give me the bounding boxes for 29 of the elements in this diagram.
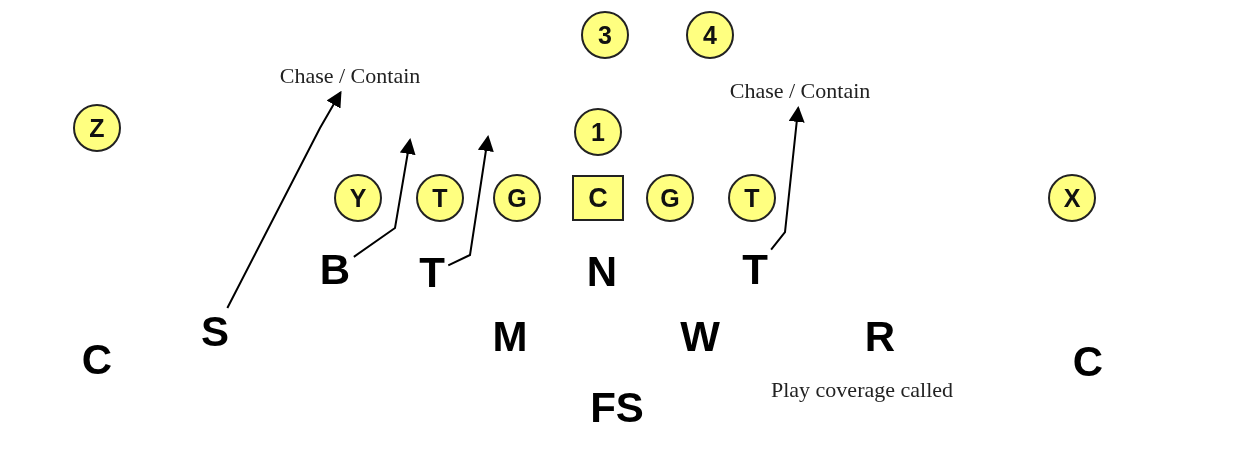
player-circle: X (1048, 174, 1096, 222)
defender-letter: M (492, 316, 528, 358)
defender-letter: T (742, 249, 768, 291)
arrow (226, 90, 342, 309)
defender-letter: S (201, 311, 229, 353)
arrow (352, 138, 416, 258)
defender-letter: C (81, 339, 113, 381)
player-circle: G (646, 174, 694, 222)
defender-letter: FS (590, 387, 644, 429)
arrow (770, 105, 805, 251)
defender-letter: T (419, 252, 445, 294)
defender-letter: B (319, 249, 351, 291)
player-circle: 4 (686, 11, 734, 59)
player-circle: Z (73, 104, 121, 152)
defender-letter: C (1072, 341, 1104, 383)
player-circle: T (416, 174, 464, 222)
player-circle: 3 (581, 11, 629, 59)
defender-letter: W (680, 316, 720, 358)
player-circle: Y (334, 174, 382, 222)
center-square: C (572, 175, 624, 221)
defender-letter: N (586, 251, 618, 293)
annotation-text: Chase / Contain (279, 63, 421, 89)
annotation-text: Chase / Contain (729, 78, 871, 104)
player-circle: 1 (574, 108, 622, 156)
defender-letter: R (864, 316, 896, 358)
player-circle: T (728, 174, 776, 222)
player-circle: G (493, 174, 541, 222)
arrow (447, 135, 494, 267)
note-text: Play coverage called (771, 377, 953, 403)
